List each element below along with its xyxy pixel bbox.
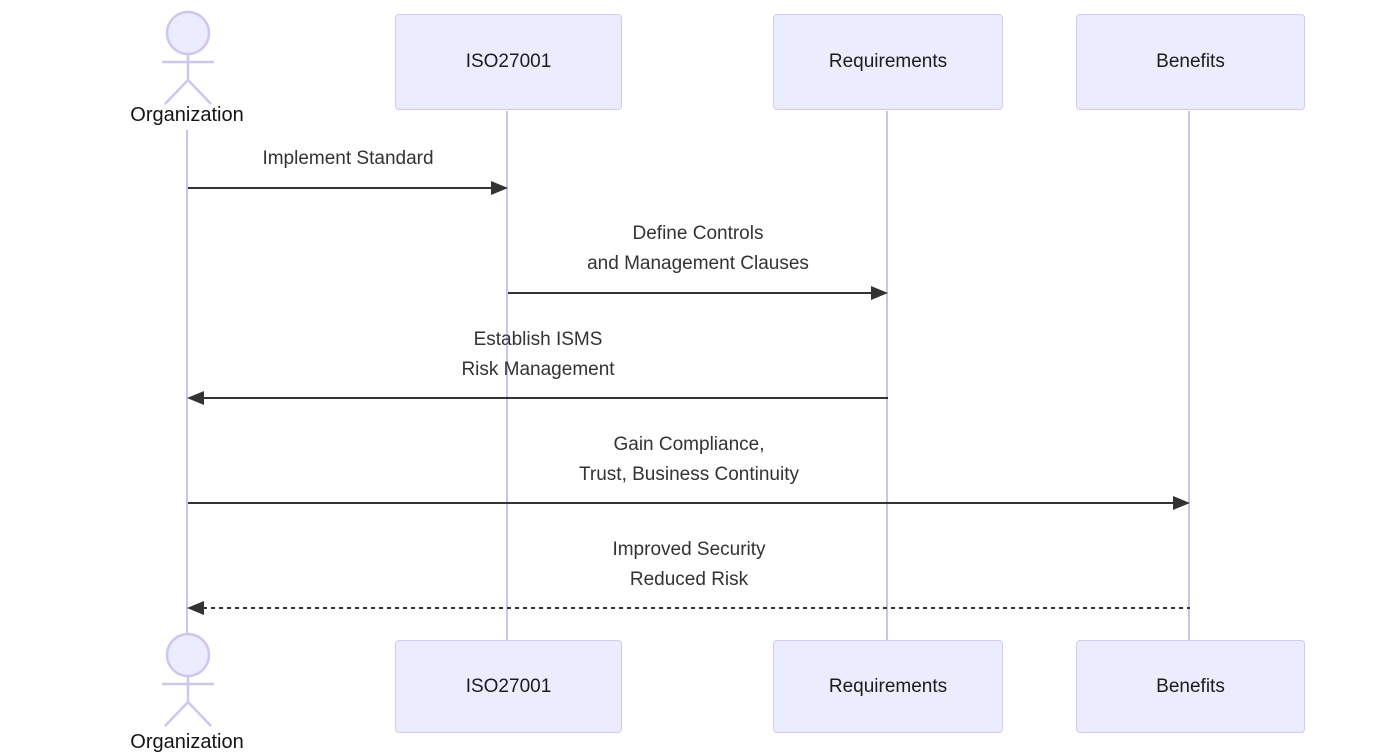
participant-label: Benefits bbox=[1156, 675, 1225, 697]
arrowhead-right-icon bbox=[1173, 496, 1190, 510]
message-label-define-controls: Define Controls and Management Clauses bbox=[587, 223, 809, 274]
message-line bbox=[188, 187, 494, 189]
message-label-improved-security: Improved Security Reduced Risk bbox=[612, 539, 766, 590]
arrowhead-right-icon bbox=[491, 181, 508, 195]
actor-stick-figure-icon bbox=[162, 10, 214, 105]
lifeline-organization bbox=[186, 130, 188, 634]
participant-benefits-bottom: Benefits bbox=[1076, 640, 1305, 733]
participant-benefits-top: Benefits bbox=[1076, 14, 1305, 110]
lifeline-iso27001 bbox=[506, 111, 508, 641]
participant-label: ISO27001 bbox=[465, 51, 552, 72]
participant-requirements-top: Requirements bbox=[773, 14, 1003, 110]
message-line bbox=[203, 397, 888, 399]
message-label-establish-isms: Establish ISMS Risk Management bbox=[461, 329, 615, 380]
actor-stick-figure-icon bbox=[162, 632, 214, 727]
message-line bbox=[188, 502, 1176, 504]
actor-label-top: Organization bbox=[130, 104, 244, 126]
arrowhead-right-icon bbox=[871, 286, 888, 300]
participant-label: Benefits bbox=[1156, 51, 1225, 72]
participant-label: Requirements bbox=[828, 675, 948, 697]
participant-iso27001-top: ISO27001 bbox=[395, 14, 622, 110]
lifeline-benefits bbox=[1188, 111, 1190, 641]
message-line bbox=[508, 292, 874, 294]
participant-iso27001-bottom: ISO27001 bbox=[395, 640, 622, 733]
message-label-gain-compliance: Gain Compliance, Trust, Business Continu… bbox=[579, 434, 799, 485]
message-line-dashed bbox=[203, 607, 1190, 609]
participant-label: Requirements bbox=[828, 51, 948, 72]
message-label-implement-standard: Implement Standard bbox=[262, 148, 434, 169]
arrowhead-left-icon bbox=[187, 601, 204, 615]
participant-requirements-bottom: Requirements bbox=[773, 640, 1003, 733]
actor-label-bottom: Organization bbox=[130, 731, 244, 753]
lifeline-requirements bbox=[886, 111, 888, 641]
participant-label: ISO27001 bbox=[465, 675, 552, 697]
arrowhead-left-icon bbox=[187, 391, 204, 405]
